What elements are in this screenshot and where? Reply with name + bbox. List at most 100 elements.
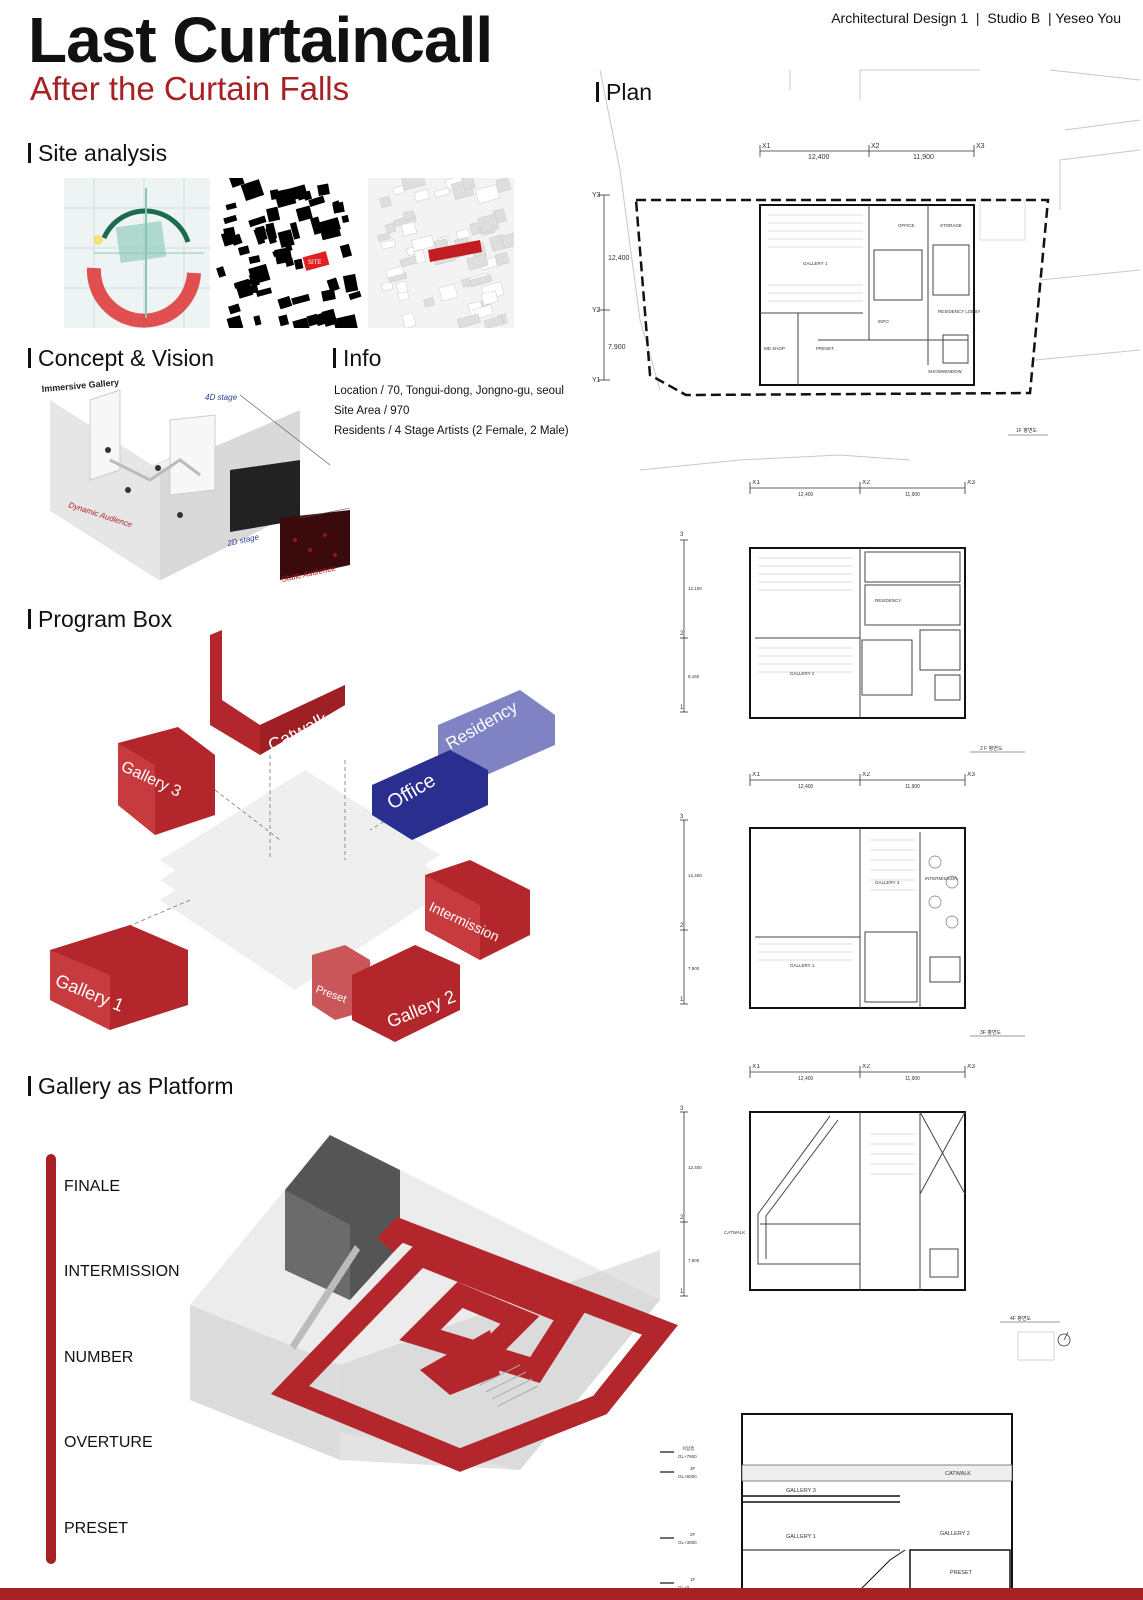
level-roof-gl: GL+7500 <box>678 1454 697 1459</box>
footer-bar <box>0 1588 1143 1600</box>
level-3f: 3F <box>690 1466 696 1471</box>
2f-y1-label: Y1 <box>680 705 684 711</box>
section-catwalk-label: CATWALK <box>945 1471 971 1477</box>
4f-y3-label: Y3 <box>680 1106 684 1112</box>
section-gallery3-label: GALLERY 3 <box>786 1488 816 1494</box>
1f-preset-room: PRESET <box>816 346 834 351</box>
1f-y2-label: Y2 <box>592 307 601 314</box>
site-analysis-heading: Site analysis <box>28 142 167 165</box>
2f-y-dim-1: 12,100 <box>688 586 702 591</box>
1f-y3-label: Y3 <box>592 192 601 199</box>
1f-storage-room: STORAGE <box>940 223 962 228</box>
immersive-gallery-label: Immersive Gallery <box>41 380 119 394</box>
timeline-intermission: INTERMISSION <box>64 1263 180 1280</box>
3f-y-dim-2: 7,900 <box>688 966 700 971</box>
1f-info-room: INFO <box>878 319 889 324</box>
site-label: SITE <box>308 260 321 266</box>
plan-2f: X1 X2 X3 12,400 11,900 Y3 Y2 Y1 12,100 8… <box>680 480 1025 753</box>
2f-x3-label: X3 <box>967 480 975 486</box>
1f-x3-label: X3 <box>976 143 985 150</box>
1f-office-room: OFFICE <box>898 223 915 228</box>
4f-caption: 4F 평면도 <box>1010 1315 1031 1322</box>
concept-heading: Concept & Vision <box>28 347 214 370</box>
info-residents: Residents / 4 Stage Artists (2 Female, 2… <box>334 425 569 437</box>
4f-x1-label: X1 <box>752 1064 760 1070</box>
1f-showwindow-room: SHOWWINDOW <box>928 369 962 374</box>
1f-gallery1-room: GALLERY 1 <box>803 261 828 266</box>
3f-x1-label: X1 <box>752 772 760 778</box>
3f-x2-label: X2 <box>862 772 870 778</box>
timeline-preset: PRESET <box>64 1520 129 1537</box>
plan-heading: Plan <box>596 81 652 104</box>
3f-gallery1-room: GALLERY 1 <box>790 963 815 968</box>
page-title: Last Curtaincall <box>28 4 493 76</box>
3f-x-dim-1: 12,400 <box>798 784 814 790</box>
4f-y1-label: Y1 <box>680 1289 684 1295</box>
level-2f: 2F <box>690 1532 696 1537</box>
plan-4f: X1 X2 X3 12,400 11,900 Y3 Y2 Y1 12,400 7… <box>680 1064 1071 1361</box>
timeline-finale: FINALE <box>64 1178 121 1195</box>
north-arrow-icon <box>1057 1333 1071 1347</box>
2f-x1-label: X1 <box>752 480 760 486</box>
plan-1f: X1 X2 X3 12,400 11,900 Y3 Y2 Y1 12,400 7… <box>592 143 1050 436</box>
2f-residency-room: RESIDENCY <box>875 598 901 603</box>
sun-path-diagram <box>64 178 210 328</box>
3f-y1-label: Y1 <box>680 997 684 1003</box>
page-subtitle: After the Curtain Falls <box>30 70 350 107</box>
gallery-platform-heading: Gallery as Platform <box>28 1075 234 1098</box>
1f-y-dim-1: 12,400 <box>608 255 630 262</box>
info-location: Location / 70, Tongui-dong, Jongno-gu, s… <box>334 385 564 397</box>
1f-y-dim-2: 7,900 <box>608 344 626 351</box>
3f-caption: 3F 평면도 <box>980 1029 1001 1036</box>
info-heading: Info <box>333 347 381 370</box>
level-1f: 1F <box>690 1577 696 1582</box>
level-roof: 옥탑층 <box>682 1445 694 1452</box>
info-site-area: Site Area / 970 <box>334 405 410 417</box>
figure-ground-map: SITE <box>216 178 362 328</box>
2f-x-dim-1: 12,400 <box>798 492 814 498</box>
program-box-diagram: Catwalk Gallery 3 Residency Office Inter… <box>50 630 555 1042</box>
3f-y-dim-1: 12,400 <box>688 873 702 878</box>
1f-residency-lobby-room: RESIDENCY LOBBY <box>938 309 980 314</box>
1f-x1-label: X1 <box>762 143 771 150</box>
4f-y2-label: Y2 <box>680 1215 684 1221</box>
site-mass <box>428 240 482 262</box>
3f-gallery3-room: GALLERY 3 <box>875 880 900 885</box>
stage-4d-label: 4D stage <box>205 393 238 402</box>
4f-x-dim-1: 12,400 <box>798 1076 814 1082</box>
building-section: CATWALK GALLERY 3 GALLERY 1 GALLERY 2 PR… <box>660 1413 1013 1595</box>
credits: Architectural Design 1 | Studio B | Yese… <box>831 10 1121 26</box>
2f-gallery2-room: GALLERY 2 <box>790 671 815 676</box>
4f-x2-label: X2 <box>862 1064 870 1070</box>
1f-x-dim-1: 12,400 <box>808 154 830 161</box>
program-heading: Program Box <box>28 608 172 631</box>
2f-x2-label: X2 <box>862 480 870 486</box>
4f-x-dim-2: 11,900 <box>905 1076 920 1082</box>
4f-y-dim-2: 7,900 <box>688 1258 700 1263</box>
3f-y2-label: Y2 <box>680 923 684 929</box>
3f-y3-label: Y3 <box>680 814 684 820</box>
2f-y3-label: Y3 <box>680 532 684 538</box>
4f-y-dim-1: 12,400 <box>688 1165 702 1170</box>
2f-y-dim-2: 8,160 <box>688 674 700 679</box>
2f-caption: 2 F 평면도 <box>980 745 1003 752</box>
2f-y2-label: Y2 <box>680 631 684 637</box>
level-2f-gl: GL+3000 <box>678 1540 697 1545</box>
section-gallery2-label: GALLERY 2 <box>940 1531 970 1537</box>
plan-3f: X1 X2 X3 12,400 11,900 Y3 Y2 Y1 12,400 7… <box>680 772 1025 1037</box>
1f-x2-label: X2 <box>871 143 880 150</box>
level-1f-gl: GL+0 <box>678 1585 690 1590</box>
2f-x-dim-2: 11,900 <box>905 492 920 498</box>
4f-x3-label: X3 <box>967 1064 975 1070</box>
concept-diagram: Immersive Gallery 4D stage Dynamic Audie… <box>41 380 351 584</box>
3f-x3-label: X3 <box>967 772 975 778</box>
platform-axonometric <box>190 1135 678 1472</box>
1f-x-dim-2: 11,900 <box>913 154 934 161</box>
timeline-overture: OVERTURE <box>64 1434 153 1451</box>
section-gallery1-label: GALLERY 1 <box>786 1534 816 1540</box>
section-preset-label: PRESET <box>950 1570 973 1576</box>
1f-caption: 1F 평면도 <box>1016 427 1037 434</box>
site-marker <box>302 251 330 271</box>
timeline-bar <box>46 1154 56 1564</box>
massing-map <box>368 178 514 328</box>
